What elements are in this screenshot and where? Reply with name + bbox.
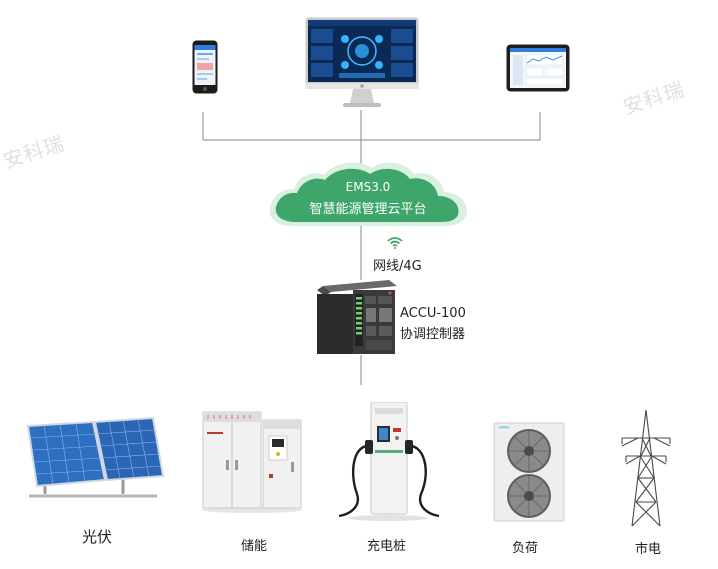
- label-pv: 光伏: [82, 528, 113, 546]
- cloud-title: EMS3.0: [345, 180, 391, 194]
- wifi-icon: [387, 237, 403, 249]
- label-charger: 充电桩: [367, 539, 407, 554]
- ev-charger-icon: [338, 402, 440, 521]
- smartphone-icon: [192, 40, 218, 94]
- transmission-tower-icon: [621, 409, 671, 527]
- label-grid: 市电: [635, 542, 662, 557]
- energy-storage-icon: [202, 411, 302, 513]
- label-storage: 储能: [241, 539, 268, 554]
- network-label: 网线/4G: [373, 259, 422, 274]
- label-load: 负荷: [512, 541, 539, 556]
- cloud-icon: [269, 162, 467, 226]
- cloud-subtitle: 智慧能源管理云平台: [309, 202, 427, 217]
- solar-panel-icon: [26, 416, 165, 498]
- controller-name: 协调控制器: [400, 327, 466, 342]
- controller-icon: [317, 280, 397, 354]
- tablet-icon: [506, 44, 570, 92]
- controller-model: ACCU-100: [400, 306, 466, 321]
- monitor-icon: [305, 17, 419, 107]
- ac-unit-icon: [493, 422, 565, 522]
